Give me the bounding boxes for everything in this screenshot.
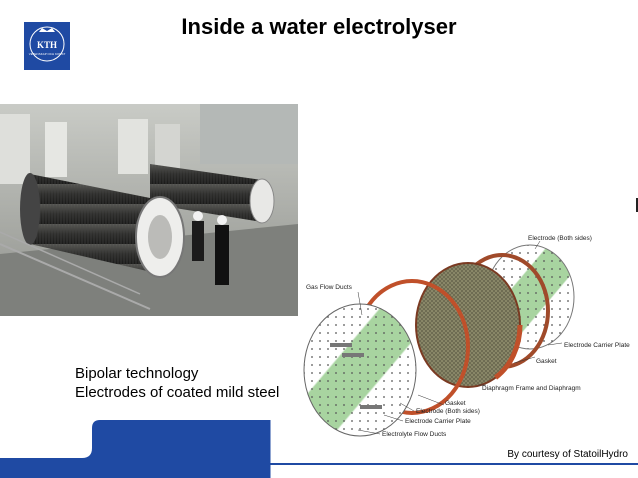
- footer-band: [0, 420, 638, 478]
- label-gas-flow-ducts: Gas Flow Ducts: [306, 284, 353, 291]
- label-electrode-carrier-plate-bottom: Electrode Carrier Plate: [405, 418, 471, 425]
- label-electrolyte-flow-ducts: Electrolyte Flow Ducts: [382, 431, 447, 438]
- body-line-2: Electrodes of coated mild steel: [75, 384, 280, 401]
- label-gasket-bottom: Gasket: [445, 400, 466, 407]
- credit-text: By courtesy of StatoilHydro: [507, 449, 628, 460]
- kth-crest-icon: KTH VETENSKAP OCH KONST: [29, 26, 66, 62]
- logo-text: KTH: [37, 40, 57, 50]
- slide-edge-marker: [636, 198, 638, 212]
- label-electrode-carrier-plate-right: Electrode Carrier Plate: [564, 342, 630, 349]
- label-electrode-both-sides-bottom: Electrode (Both sides): [416, 408, 480, 415]
- electrolyser-plant-image: [0, 104, 298, 316]
- kth-logo: KTH VETENSKAP OCH KONST: [24, 22, 70, 70]
- slide-title: Inside a water electrolyser: [181, 14, 457, 39]
- label-diaphragm: Diaphragm Frame and Diaphragm: [482, 385, 581, 392]
- electrolyser-cell-diagram: Electrode (Both sides) Gas Flow Ducts El…: [300, 225, 638, 440]
- body-text: Bipolar technology Electrodes of coated …: [75, 364, 279, 402]
- label-gasket-right: Gasket: [536, 358, 557, 365]
- label-electrode-both-sides-top: Electrode (Both sides): [528, 235, 592, 242]
- body-line-1: Bipolar technology: [75, 365, 199, 382]
- electrolyser-photo: [0, 104, 298, 316]
- logo-subtext: VETENSKAP OCH KONST: [29, 52, 66, 56]
